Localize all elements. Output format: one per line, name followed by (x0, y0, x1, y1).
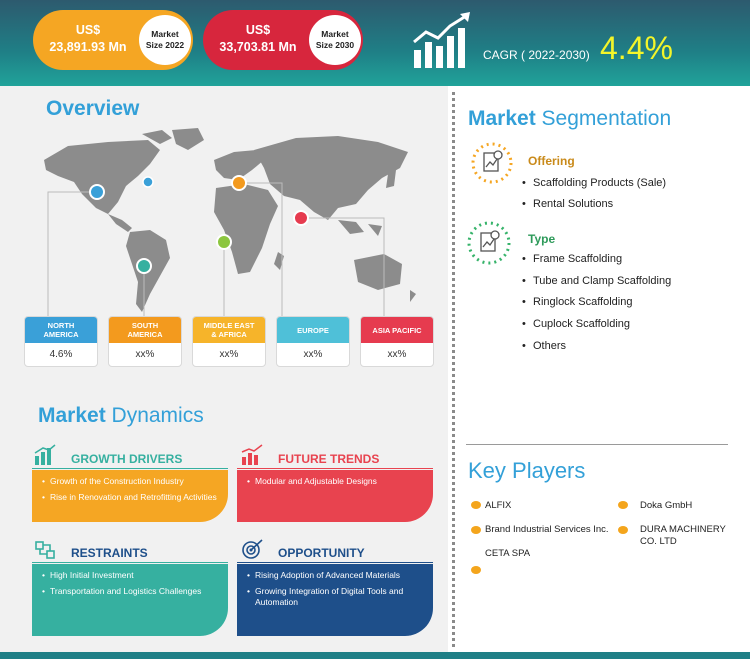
europe-marker (231, 175, 247, 191)
opportunity-divider (237, 562, 433, 563)
type-item: Frame Scaffolding (522, 253, 622, 265)
region-value: 4.6% (49, 349, 73, 360)
region-card-asia-pacific: ASIA PACIFIC xx% (360, 316, 434, 367)
type-title: Type (528, 232, 556, 246)
key-player-name: ALFIX (485, 500, 512, 511)
key-player-name: Brand Industrial Services Inc. (485, 524, 609, 535)
growth-chart-icon (413, 12, 470, 68)
type-item: Others (522, 340, 566, 352)
south-america-marker (136, 258, 152, 274)
opportunity-box: Rising Adoption of Advanced Materials Gr… (237, 564, 433, 636)
market-dynamics-title: Market Dynamics (38, 404, 204, 427)
future-trend-item: Modular and Adjustable Designs (247, 476, 425, 487)
offering-item: Scaffolding Products (Sale) (522, 177, 666, 189)
opportunity-title: OPPORTUNITY (278, 546, 365, 560)
key-player-name: Doka GmbH (640, 500, 693, 511)
future-trends-title: FUTURE TRENDS (278, 452, 380, 466)
region-value: xx% (303, 349, 323, 360)
region-value: xx% (135, 349, 155, 360)
offering-item: Rental Solutions (522, 198, 613, 210)
region-value: xx% (387, 349, 407, 360)
restraints-box: High Initial Investment Transportation a… (32, 564, 228, 636)
north-america-east-marker (142, 176, 154, 188)
type-icon (467, 221, 511, 265)
middle-east-africa-marker (216, 234, 232, 250)
growth-driver-item: Rise in Renovation and Retrofitting Acti… (42, 492, 220, 503)
type-item: Ringlock Scaffolding (522, 296, 633, 308)
region-value: xx% (219, 349, 239, 360)
panel-divider (452, 92, 455, 647)
growth-drivers-box: Growth of the Construction Industry Rise… (32, 470, 228, 522)
key-player-bullet (471, 501, 481, 509)
asia-pacific-marker (293, 210, 309, 226)
region-card-europe: EUROPE xx% (276, 316, 350, 367)
key-player-bullet (618, 501, 628, 509)
segmentation-divider (466, 444, 728, 445)
region-header: EUROPE (277, 317, 349, 343)
restraints-title: RESTRAINTS (71, 546, 148, 560)
opportunity-item: Rising Adoption of Advanced Materials (247, 570, 425, 581)
market-size-2022-value: US$ 23,891.93 Mn (49, 23, 127, 54)
market-size-2030-value: US$ 33,703.81 Mn (219, 23, 297, 54)
offering-title: Offering (528, 154, 575, 168)
opportunity-item: Growing Integration of Digital Tools and… (247, 586, 425, 608)
opportunity-icon (242, 539, 263, 559)
key-player-bullet (471, 566, 481, 574)
growth-drivers-title: GROWTH DRIVERS (71, 452, 183, 466)
region-header: ASIA PACIFIC (361, 317, 433, 343)
bottom-bar (0, 652, 750, 659)
north-america-marker (89, 184, 105, 200)
restraints-divider (32, 562, 228, 563)
region-card-middle-east-africa: MIDDLE EAST& AFRICA xx% (192, 316, 266, 367)
overview-title: Overview (46, 97, 140, 120)
key-player-bullet (471, 526, 481, 534)
growth-drivers-divider (32, 468, 228, 469)
future-trends-divider (237, 468, 433, 469)
restraints-icon (35, 541, 55, 559)
region-connectors (47, 175, 385, 316)
world-map (44, 128, 416, 312)
market-segmentation-title: Market Segmentation (468, 107, 672, 130)
future-trends-icon (241, 444, 263, 465)
growth-drivers-icon (34, 444, 56, 465)
restraint-item: Transportation and Logistics Challenges (42, 586, 220, 597)
key-players-title: Key Players (468, 458, 586, 483)
cagr-label: CAGR ( 2022-2030) (483, 48, 590, 62)
key-player-name: DURA MACHINERY CO. LTD (640, 524, 726, 547)
future-trends-box: Modular and Adjustable Designs (237, 470, 433, 522)
type-item: Cuplock Scaffolding (522, 318, 630, 330)
offering-icon (471, 142, 513, 184)
region-header: MIDDLE EAST& AFRICA (193, 317, 265, 343)
growth-driver-item: Growth of the Construction Industry (42, 476, 220, 487)
restraint-item: High Initial Investment (42, 570, 220, 581)
type-item: Tube and Clamp Scaffolding (522, 275, 671, 287)
key-player-name: CETA SPA (485, 548, 531, 559)
key-player-bullet (618, 526, 628, 534)
cagr-value: 4.4% (600, 30, 673, 66)
